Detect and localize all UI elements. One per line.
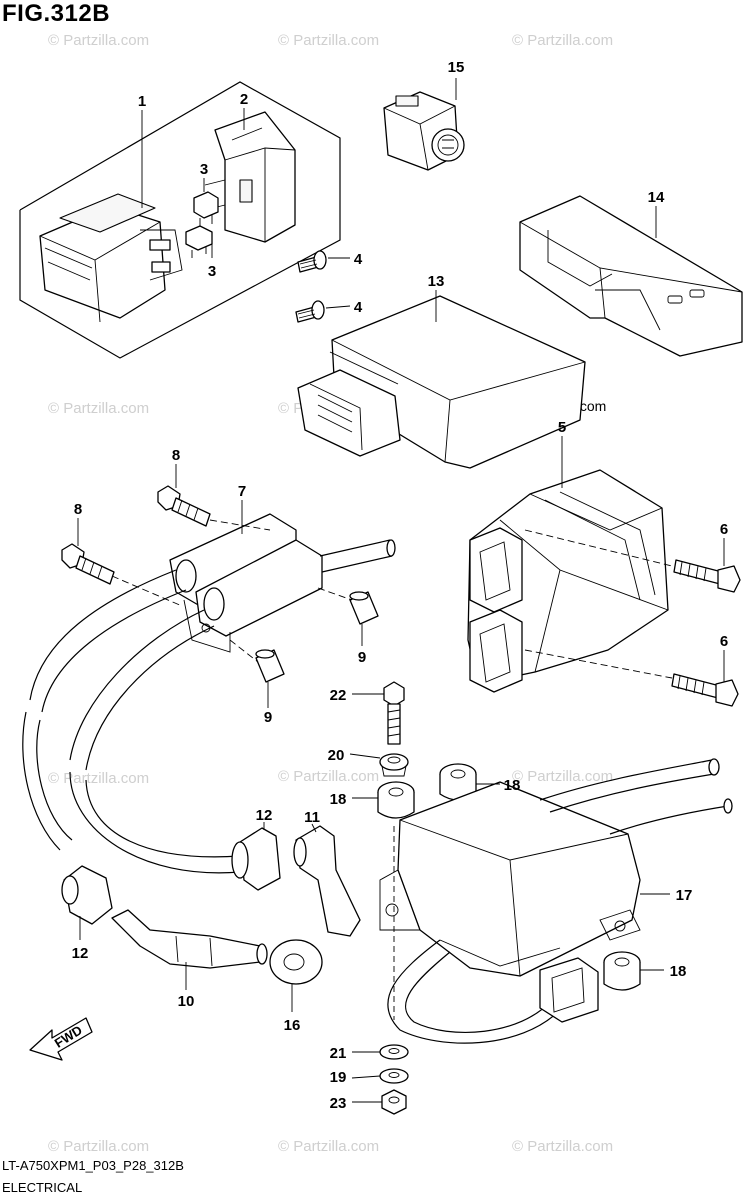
- callout-15: 15: [448, 59, 465, 76]
- washer: [379, 1068, 409, 1084]
- watermark: © Partzilla.com: [278, 32, 380, 49]
- callout-4: 4: [354, 299, 363, 316]
- watermark: © Partzilla.com: [512, 768, 614, 785]
- ecm-bracket: [519, 195, 743, 357]
- callout-21: 21: [330, 1045, 347, 1062]
- leader-lines: [77, 78, 725, 1103]
- callout-22: 22: [330, 687, 347, 704]
- callout-14: 14: [648, 189, 665, 206]
- high-tension-cord: [22, 569, 241, 874]
- watermark: © Partzilla.com: [512, 32, 614, 49]
- callout-2: 2: [240, 91, 248, 108]
- callout-13: 13: [428, 273, 445, 290]
- callout-5: 5: [558, 419, 566, 436]
- cushion: [377, 781, 415, 819]
- callout-7: 7: [238, 483, 246, 500]
- starter-relay: [39, 193, 183, 323]
- callout-3: 3: [200, 161, 208, 178]
- fuse: [185, 225, 213, 258]
- callout-12: 12: [72, 945, 89, 962]
- callout-16: 16: [284, 1017, 301, 1034]
- bolt: [383, 681, 405, 745]
- callout-9: 9: [358, 649, 366, 666]
- bolt: [295, 300, 325, 323]
- ignition-coil: [169, 513, 396, 653]
- control-unit: [379, 758, 733, 1044]
- bolt: [673, 559, 741, 593]
- callout-9: 9: [264, 709, 272, 726]
- forward-arrow-icon: FWD: [29, 1017, 93, 1061]
- ecm-unit: [297, 295, 586, 469]
- watermark: © Partzilla.com: [278, 768, 380, 785]
- fuse: [193, 191, 219, 228]
- watermark: © Partzilla.com: [512, 1138, 614, 1155]
- callout-11: 11: [304, 809, 320, 826]
- watermark: © Partzilla.com: [48, 400, 150, 417]
- bolt: [671, 673, 739, 707]
- bolt: [61, 543, 115, 585]
- bolt: [157, 485, 211, 527]
- callout-8: 8: [74, 501, 82, 518]
- regulator-rectifier: [467, 469, 669, 693]
- washer: [379, 1044, 409, 1060]
- callout-19: 19: [330, 1069, 347, 1086]
- sleeve: [255, 649, 285, 683]
- watermark: © Partzilla.com: [48, 770, 150, 787]
- callout-18: 18: [504, 777, 521, 794]
- relay-assembly-outline: [19, 81, 341, 359]
- grommet: [269, 939, 323, 985]
- callout-6: 6: [720, 521, 728, 538]
- callout-3: 3: [208, 263, 216, 280]
- plug-cap-seal: [61, 865, 113, 925]
- sleeve: [349, 591, 379, 625]
- cushion: [439, 763, 477, 801]
- watermark: © Partzilla.com: [48, 1138, 150, 1155]
- callout-20: 20: [328, 747, 345, 764]
- relay-cover: [204, 111, 296, 243]
- watermark: © Partzilla.com: [278, 1138, 380, 1155]
- callout-10: 10: [178, 993, 195, 1010]
- callout-1: 1: [138, 93, 146, 110]
- connector-coupler: [383, 91, 465, 171]
- cushion: [603, 951, 641, 991]
- model-code: LT-A750XPM1_P03_P28_312B: [2, 1158, 184, 1173]
- callout-6: 6: [720, 633, 728, 650]
- callout-17: 17: [676, 887, 693, 904]
- spark-plug-cap: [293, 825, 361, 937]
- callout-18: 18: [670, 963, 687, 980]
- watermark: © Partzilla.com: [48, 32, 150, 49]
- callout-12: 12: [256, 807, 273, 824]
- section-name: ELECTRICAL: [2, 1180, 83, 1195]
- callout-18: 18: [330, 791, 347, 808]
- nut: [381, 1089, 407, 1115]
- figure-title: FIG.312B: [2, 0, 111, 27]
- callout-23: 23: [330, 1095, 347, 1112]
- callout-8: 8: [172, 447, 180, 464]
- callout-4: 4: [354, 251, 363, 268]
- plug-cap-seal: [231, 827, 281, 891]
- spark-plug-cap: [111, 909, 268, 969]
- collar: [379, 753, 409, 777]
- bolt: [297, 250, 327, 273]
